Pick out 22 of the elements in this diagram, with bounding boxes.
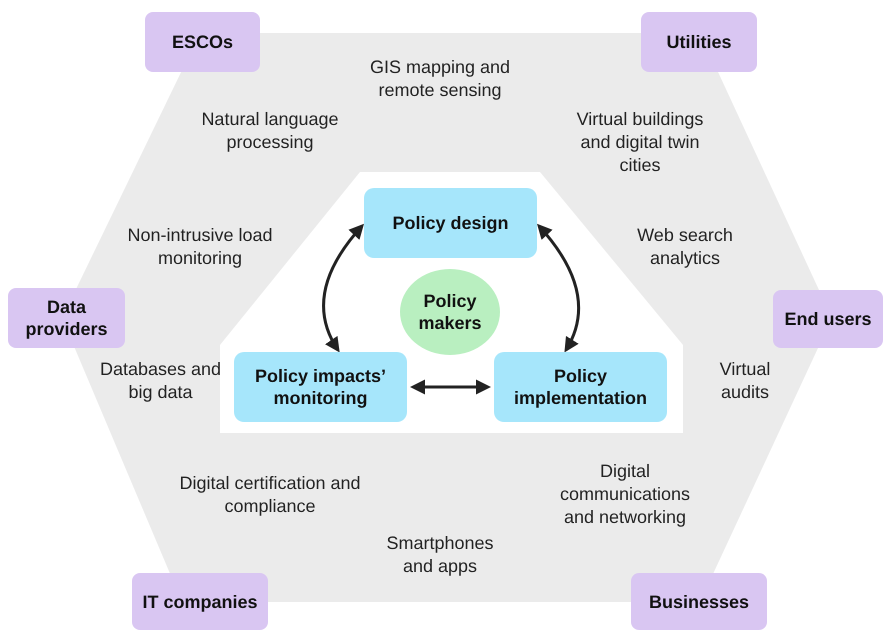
technology-label: Databases and big data	[98, 358, 222, 404]
double-arrow	[322, 224, 364, 353]
technology-label: Non-intrusive load monitoring	[126, 224, 274, 270]
double-arrow	[537, 224, 580, 353]
technology-label: Web search analytics	[636, 224, 734, 270]
stakeholder-box: ESCOs	[145, 12, 260, 72]
process-box: Policy impacts’ monitoring	[234, 352, 407, 422]
technology-label: GIS mapping and remote sensing	[368, 56, 512, 102]
stakeholder-box: Utilities	[641, 12, 757, 72]
stakeholder-box: IT companies	[132, 573, 268, 630]
process-box: Policy design	[364, 188, 537, 258]
technology-label: Virtual buildings and digital twin cities	[576, 108, 704, 177]
double-arrow	[410, 380, 491, 394]
technology-label: Digital certification and compliance	[178, 472, 362, 518]
process-box: Policy implementation	[494, 352, 667, 422]
technology-label: Virtual audits	[718, 358, 772, 404]
stakeholder-box: Businesses	[631, 573, 767, 630]
technology-label: Smartphones and apps	[385, 532, 495, 578]
stakeholder-box: Data providers	[8, 288, 125, 348]
technology-label: Natural language processing	[200, 108, 340, 154]
technology-label: Digital communications and networking	[558, 460, 692, 529]
stakeholder-box: End users	[773, 290, 883, 348]
